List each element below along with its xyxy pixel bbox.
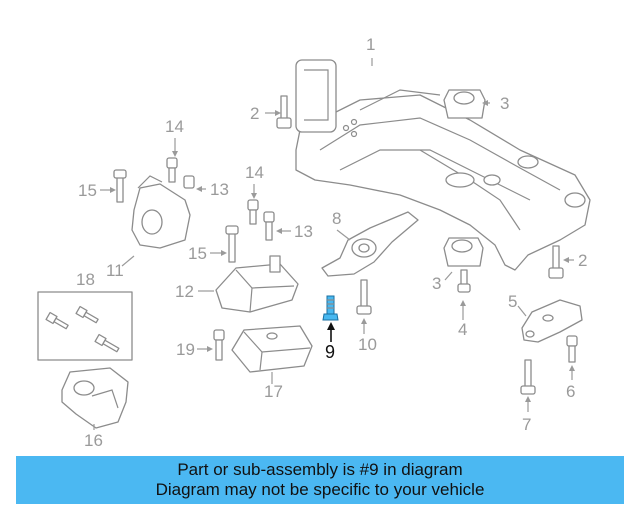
callout-13-upper: 13 bbox=[210, 180, 229, 199]
callout-13-middle: 13 bbox=[294, 222, 313, 241]
bolt-14-upper[interactable] bbox=[166, 157, 178, 183]
callout-4: 4 bbox=[458, 320, 467, 339]
bracket-5-part[interactable] bbox=[521, 299, 583, 343]
callout-5: 5 bbox=[508, 292, 517, 311]
callout-14-middle: 14 bbox=[245, 163, 264, 182]
callout-16: 16 bbox=[84, 431, 103, 450]
bushing-lower-part[interactable] bbox=[443, 237, 484, 267]
bolt-14-middle[interactable] bbox=[247, 199, 259, 225]
callout-15-middle: 15 bbox=[188, 244, 207, 263]
leader-lines bbox=[93, 58, 575, 430]
bolt-13-middle[interactable] bbox=[263, 211, 275, 241]
callout-7: 7 bbox=[522, 415, 531, 434]
mount-16-part[interactable] bbox=[61, 367, 129, 429]
callout-3-upper: 3 bbox=[500, 94, 509, 113]
callout-11: 11 bbox=[106, 261, 124, 280]
nut-13-upper[interactable] bbox=[183, 175, 195, 189]
callout-10: 10 bbox=[358, 335, 377, 354]
callout-6: 6 bbox=[566, 382, 575, 401]
kit-18-box[interactable] bbox=[37, 291, 133, 361]
callout-18: 18 bbox=[76, 270, 95, 289]
callout-19: 19 bbox=[176, 340, 195, 359]
bracket-17-part[interactable] bbox=[231, 325, 313, 373]
bracket-12-part[interactable] bbox=[215, 255, 299, 313]
bushing-upper-part[interactable] bbox=[443, 89, 486, 119]
bolt-2-right[interactable] bbox=[548, 245, 564, 279]
callout-2-upper: 2 bbox=[250, 104, 259, 123]
callout-2-right: 2 bbox=[578, 251, 587, 270]
banner-line-1: Part or sub-assembly is #9 in diagram bbox=[177, 460, 463, 479]
bolt-7[interactable] bbox=[520, 359, 536, 395]
bolt-6[interactable] bbox=[566, 335, 578, 363]
bolt-15-middle[interactable] bbox=[225, 225, 239, 263]
callout-8: 8 bbox=[332, 209, 341, 228]
bolt-19[interactable] bbox=[213, 329, 225, 361]
callout-14-upper: 14 bbox=[165, 117, 184, 136]
info-banner-background bbox=[16, 456, 624, 504]
banner-line-2: Diagram may not be specific to your vehi… bbox=[155, 480, 485, 499]
bolt-10[interactable] bbox=[356, 279, 372, 315]
bolt-2-upper[interactable] bbox=[276, 95, 292, 129]
callout-labels: 1 2 3 14 15 13 14 13 15 11 18 12 19 17 1… bbox=[76, 35, 587, 450]
callout-15-upper: 15 bbox=[78, 181, 97, 200]
callout-1: 1 bbox=[366, 35, 375, 54]
callout-12: 12 bbox=[175, 282, 194, 301]
subframe-part[interactable] bbox=[295, 59, 591, 271]
bolt-15-upper[interactable] bbox=[113, 169, 127, 203]
callout-3-lower: 3 bbox=[432, 274, 441, 293]
arm-8-part[interactable] bbox=[321, 211, 419, 277]
info-banner: Part or sub-assembly is #9 in diagram Di… bbox=[16, 456, 624, 504]
callout-9: 9 bbox=[325, 342, 335, 362]
callout-17: 17 bbox=[264, 382, 283, 401]
bolt-9-highlighted[interactable] bbox=[322, 295, 339, 321]
bolt-4[interactable] bbox=[457, 269, 471, 293]
engine-mount-part[interactable] bbox=[131, 175, 191, 249]
